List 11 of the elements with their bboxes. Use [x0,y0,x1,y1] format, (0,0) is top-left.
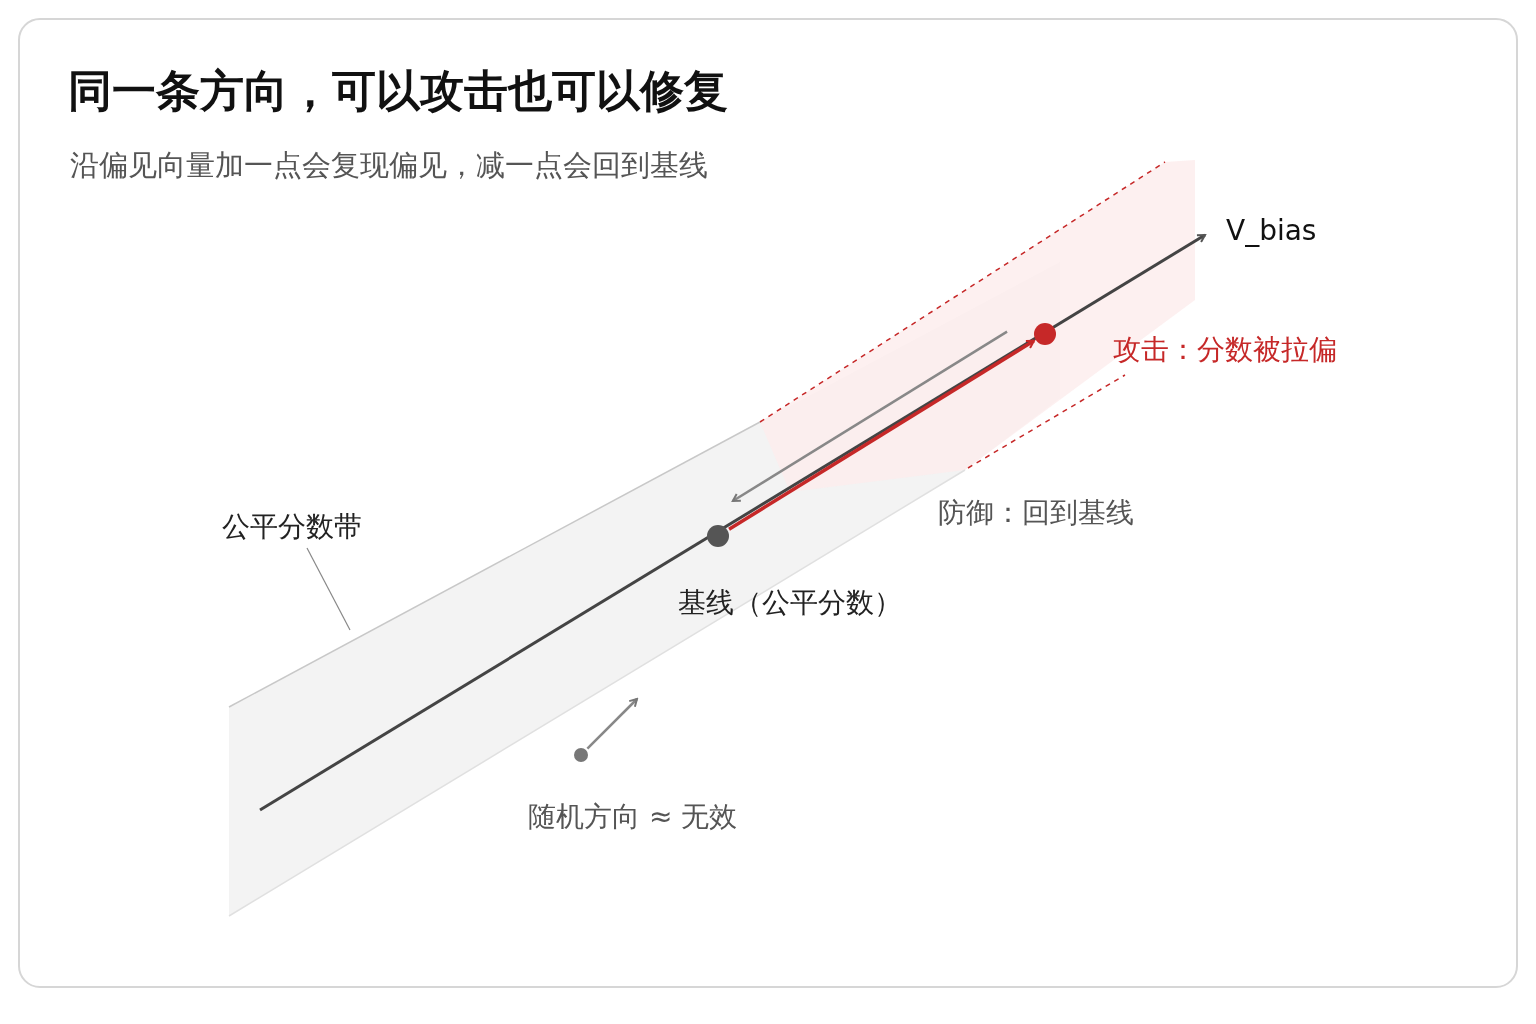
arrow [728,339,1035,531]
band-label: 公平分数带 [222,508,362,546]
title: 同一条方向，可以攻击也可以修复 [68,64,728,118]
point-label: 攻击：分数被拉偏 [1113,332,1337,368]
vector-label: V_bias [1226,214,1317,247]
leader-line [306,547,351,631]
point-label: 基线（公平分数） [678,585,902,621]
point-label: 随机方向 ≈ 无效 [528,799,738,835]
arrow [586,698,638,750]
arrow [731,330,1008,503]
subtitle: 沿偏见向量加一点会复现偏见，减一点会回到基线 [70,147,708,184]
